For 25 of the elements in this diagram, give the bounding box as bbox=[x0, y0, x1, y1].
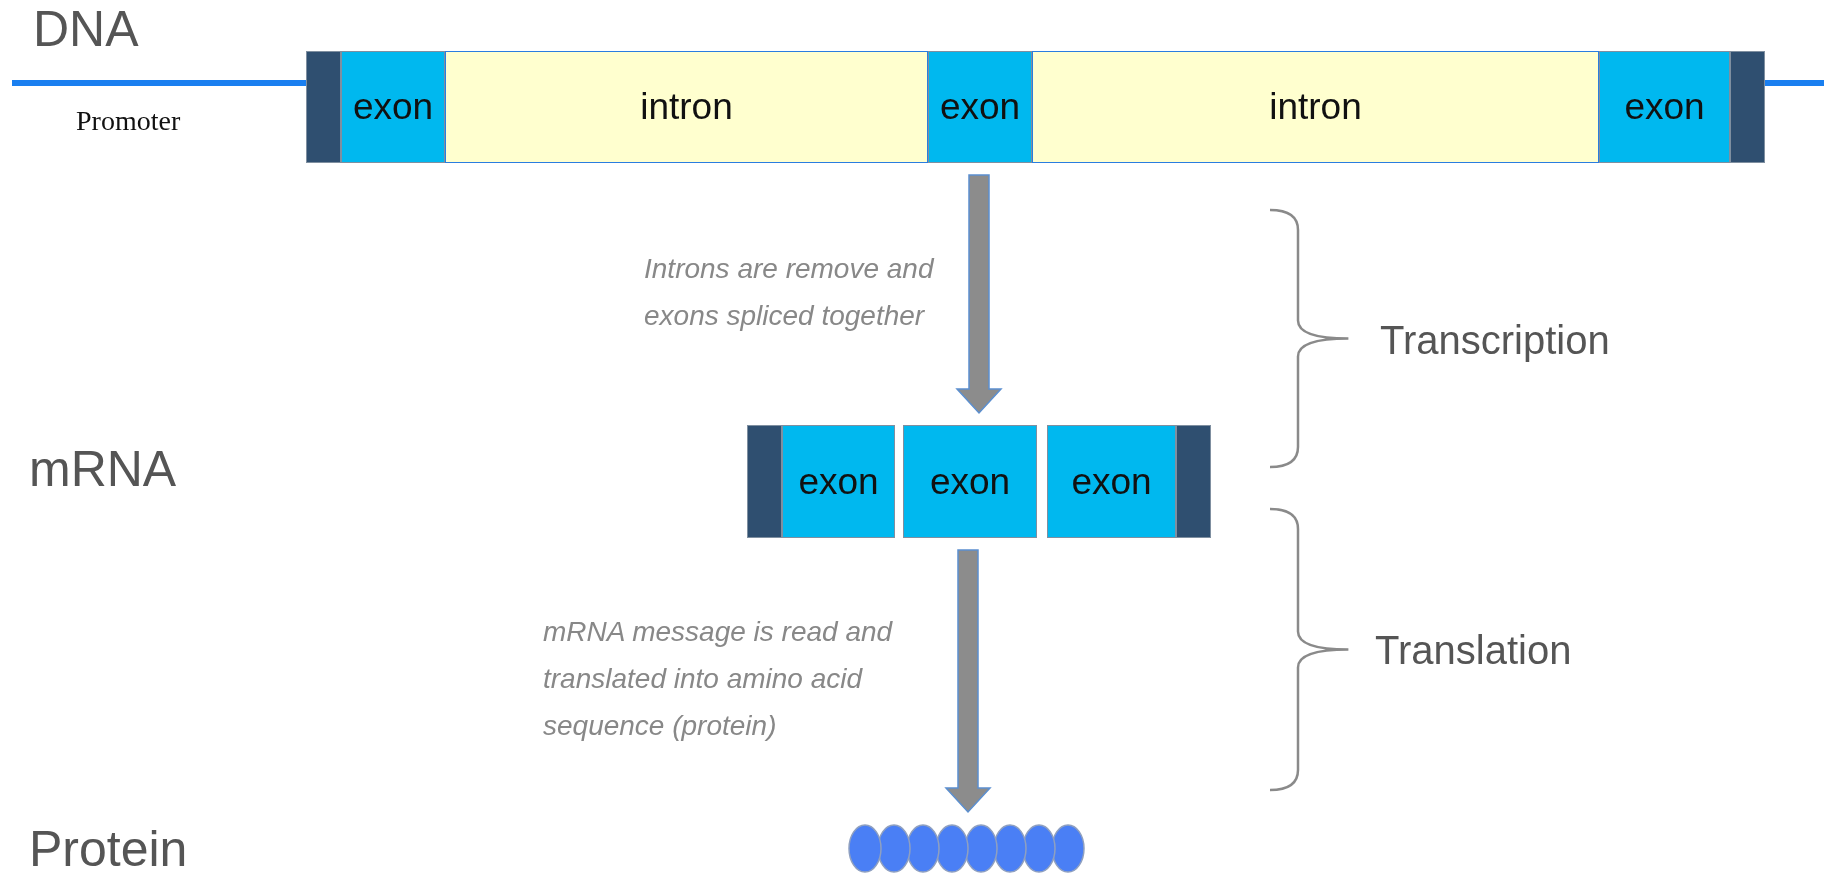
end-cap bbox=[1730, 51, 1765, 163]
end-cap bbox=[1176, 425, 1211, 538]
edge-label: Introns are remove and exons spliced together bbox=[644, 252, 936, 333]
end-cap bbox=[306, 51, 341, 163]
axis-heading: mRNA bbox=[29, 440, 177, 498]
process-label: Translation bbox=[1375, 628, 1572, 673]
exon-segment: exon bbox=[782, 425, 895, 538]
exon-segment: exon bbox=[1047, 425, 1176, 538]
axis-heading: DNA bbox=[33, 0, 139, 58]
end-cap bbox=[747, 425, 782, 538]
intron-segment: intron bbox=[1032, 51, 1599, 163]
process-label: Transcription bbox=[1380, 318, 1610, 363]
gene-bar bbox=[747, 425, 1211, 538]
intron-segment: intron bbox=[445, 51, 928, 163]
exon-segment: exon bbox=[903, 425, 1037, 538]
exon-segment: exon bbox=[1599, 51, 1730, 163]
exon-segment: exon bbox=[341, 51, 445, 163]
edge-label: mRNA message is read and translated into amino acid sequence (protein) bbox=[543, 615, 894, 743]
block-arrow bbox=[955, 174, 1003, 415]
block-arrow bbox=[944, 549, 992, 814]
exon-segment: exon bbox=[928, 51, 1032, 163]
promoter-label: Promoter bbox=[76, 105, 181, 137]
amino-acid-chain-drawing bbox=[848, 824, 1088, 873]
gene-bar bbox=[306, 51, 1765, 163]
axis-heading: Protein bbox=[29, 820, 188, 873]
